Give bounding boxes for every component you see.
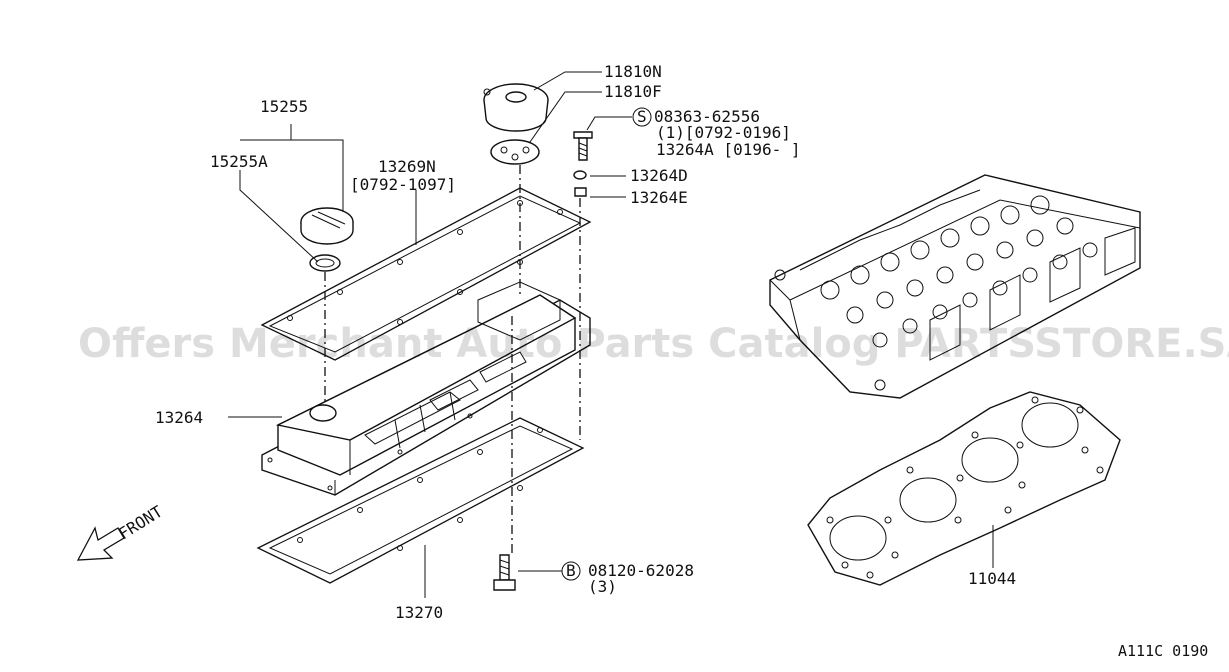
label-s-bolt: 08363-62556: [654, 107, 760, 126]
label-b-bolt-qty: (3): [588, 577, 617, 596]
oil-separator-cap: [483, 83, 549, 132]
label-13269n-range: [0792-1097]: [350, 175, 456, 194]
washer-13264d: [573, 170, 587, 180]
label-s-mark: S: [637, 107, 647, 126]
rocker-cover-upper-gasket: [260, 187, 592, 361]
cover-bolt-b: [493, 554, 516, 591]
label-13264: 13264: [155, 408, 203, 427]
rocker-cover: [261, 281, 591, 496]
label-b-mark: B: [566, 561, 576, 580]
filler-cap-seal: [309, 254, 341, 272]
oil-filler-cap: [300, 207, 354, 245]
watermark: Offers Merchant Auto Parts Catalog PARTS…: [78, 321, 1229, 367]
separator-gasket: [490, 139, 540, 165]
label-11810f: 11810F: [604, 82, 662, 101]
label-15255: 15255: [260, 97, 308, 116]
front-arrow-icon: [76, 526, 125, 561]
label-11810n: 11810N: [604, 62, 662, 81]
rocker-cover-lower-gasket: [256, 417, 585, 584]
label-13269n: 13269N: [378, 157, 436, 176]
cover-bolt-s: [573, 131, 593, 161]
cylinder-head: [769, 174, 1141, 399]
label-13270: 13270: [395, 603, 443, 622]
label-front: FRONT: [115, 502, 166, 544]
label-15255a: 15255A: [210, 152, 268, 171]
label-13264e: 13264E: [630, 188, 688, 207]
label-s-bolt-qty: (1)[0792-0196]: [656, 123, 791, 142]
diagram-code: A111C 0190: [1118, 642, 1208, 660]
label-11044: 11044: [968, 569, 1016, 588]
label-b-bolt: 08120-62028: [588, 561, 694, 580]
grommet-13264e: [574, 187, 587, 197]
cylinder-head-gasket: [807, 391, 1121, 586]
label-13264d: 13264D: [630, 166, 688, 185]
label-13264a: 13264A [0196- ]: [656, 140, 801, 159]
